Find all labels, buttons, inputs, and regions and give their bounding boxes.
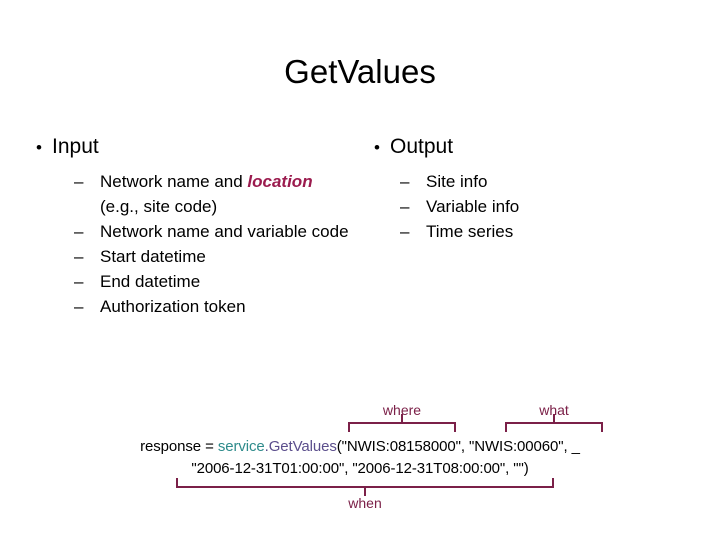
bracket-bar bbox=[176, 486, 554, 488]
input-item-1-label: Network name and variable code bbox=[100, 222, 349, 241]
list-item: – Start datetime bbox=[30, 244, 350, 269]
list-item: – End datetime bbox=[30, 269, 350, 294]
dash-glyph-icon: – bbox=[74, 172, 84, 191]
input-item-0-label: Network name and location (e.g., site co… bbox=[100, 169, 350, 219]
list-item: – Authorization token bbox=[30, 294, 350, 319]
bracket-tick-left bbox=[505, 422, 507, 432]
dash-glyph-icon: – bbox=[400, 172, 410, 191]
output-column: • Output – Site info – Variable info – T… bbox=[368, 132, 688, 244]
dash-glyph-icon: – bbox=[400, 222, 410, 241]
annotation-bracket-where bbox=[348, 414, 456, 432]
bracket-stem bbox=[401, 414, 403, 422]
code-token-service: service bbox=[217, 438, 265, 455]
input-column: • Input – Network name and location (e.g… bbox=[30, 132, 350, 319]
bracket-stem bbox=[553, 414, 555, 422]
input-item-4-label: Authorization token bbox=[100, 297, 246, 316]
output-item-0-label: Site info bbox=[426, 172, 488, 191]
output-item-2-label: Time series bbox=[426, 222, 514, 241]
bracket-tick-right bbox=[454, 422, 456, 432]
annotation-label-when: when bbox=[348, 495, 382, 511]
input-item-2-label: Start datetime bbox=[100, 247, 206, 266]
bracket-tick-left bbox=[348, 422, 350, 432]
output-heading-label: Output bbox=[390, 135, 454, 158]
bracket-tick-left bbox=[176, 478, 178, 488]
dash-glyph-icon: – bbox=[74, 222, 84, 241]
list-item: – Network name and variable code bbox=[30, 219, 350, 244]
dash-glyph-icon: – bbox=[74, 247, 84, 266]
dash-glyph-icon: – bbox=[74, 272, 84, 291]
input-item-0-emphasis: location bbox=[247, 172, 313, 191]
output-heading: • Output bbox=[368, 132, 688, 163]
annotation-label-what: what bbox=[539, 402, 569, 418]
list-item: – Variable info bbox=[368, 194, 688, 219]
bracket-bar bbox=[348, 422, 456, 424]
bullet-glyph-icon: • bbox=[374, 138, 380, 157]
list-item: – Time series bbox=[368, 219, 688, 244]
bracket-bar bbox=[505, 422, 603, 424]
code-snippet: response = service.GetValues("NWIS:08158… bbox=[0, 436, 720, 480]
input-item-0-prefix: Network name and bbox=[100, 172, 248, 191]
list-item: – Network name and location (e.g., site … bbox=[30, 169, 350, 219]
bracket-tick-right bbox=[552, 478, 554, 488]
annotation-bracket-what bbox=[505, 414, 603, 432]
bullet-glyph-icon: • bbox=[36, 138, 42, 157]
input-item-3-label: End datetime bbox=[100, 272, 201, 291]
code-token-args-line1: ("NWIS:08158000", "NWIS:00060", _ bbox=[336, 438, 580, 455]
dash-glyph-icon: – bbox=[400, 197, 410, 216]
input-sublist: – Network name and location (e.g., site … bbox=[30, 169, 350, 319]
input-item-0-suffix: (e.g., site code) bbox=[100, 197, 218, 216]
code-line-2: "2006-12-31T01:00:00", "2006-12-31T08:00… bbox=[191, 460, 529, 477]
bracket-tick-right bbox=[601, 422, 603, 432]
input-heading: • Input bbox=[30, 132, 350, 163]
code-token-response: response = bbox=[140, 438, 218, 455]
annotation-label-where: where bbox=[382, 402, 422, 418]
page-title: GetValues bbox=[284, 53, 436, 90]
annotation-bracket-when bbox=[176, 478, 554, 496]
list-item: – Site info bbox=[368, 169, 688, 194]
output-sublist: – Site info – Variable info – Time serie… bbox=[368, 169, 688, 244]
output-item-1-label: Variable info bbox=[426, 197, 520, 216]
input-heading-label: Input bbox=[52, 135, 99, 158]
code-token-method: .GetValues bbox=[264, 438, 337, 455]
dash-glyph-icon: – bbox=[74, 297, 84, 316]
bracket-stem bbox=[364, 488, 366, 496]
code-line-1: response = service.GetValues("NWIS:08158… bbox=[0, 436, 720, 458]
